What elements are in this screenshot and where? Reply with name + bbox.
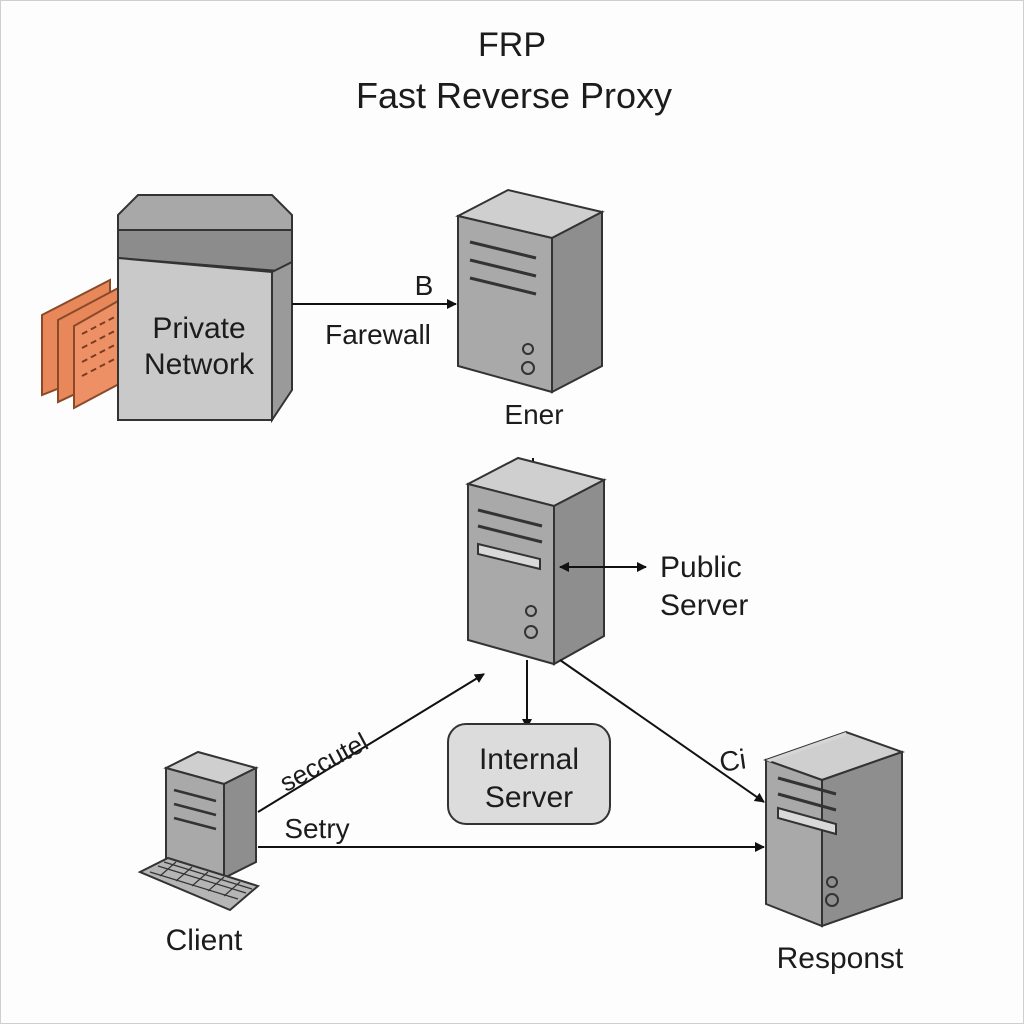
edge-label-farewall: Farewall bbox=[325, 319, 431, 350]
public-server-label-line2: Server bbox=[660, 589, 748, 622]
top-server-caption: Ener bbox=[504, 399, 563, 430]
edge-client-to-public bbox=[257, 673, 485, 813]
client-computer-icon bbox=[163, 750, 259, 880]
edge-label-setry: Setry bbox=[284, 813, 349, 844]
response-server-label: Responst bbox=[777, 942, 904, 975]
private-network-label-line1: Private bbox=[152, 312, 245, 345]
edge-label-ci: Ci bbox=[717, 743, 748, 777]
internal-server-label-line1: Internal bbox=[479, 743, 579, 776]
internal-server-label-line2: Server bbox=[485, 781, 573, 814]
edge-label-b: B bbox=[415, 270, 434, 301]
public-server-label-line1: Public bbox=[660, 551, 742, 584]
edge-public-to-response bbox=[559, 659, 765, 803]
response-server-icon bbox=[763, 730, 905, 928]
keyboard-icon bbox=[137, 856, 261, 912]
title-line1: FRP bbox=[478, 26, 546, 64]
public-server-icon bbox=[465, 456, 607, 666]
title-line2: Fast Reverse Proxy bbox=[356, 75, 672, 116]
edge-label-seccutel: seccutel bbox=[275, 726, 373, 797]
internal-server-box: Internal Server bbox=[447, 723, 611, 825]
private-network-label-line2: Network bbox=[144, 348, 255, 381]
client-label: Client bbox=[166, 924, 243, 957]
top-server-icon bbox=[455, 188, 605, 394]
private-network-box: Private Network bbox=[117, 194, 293, 424]
